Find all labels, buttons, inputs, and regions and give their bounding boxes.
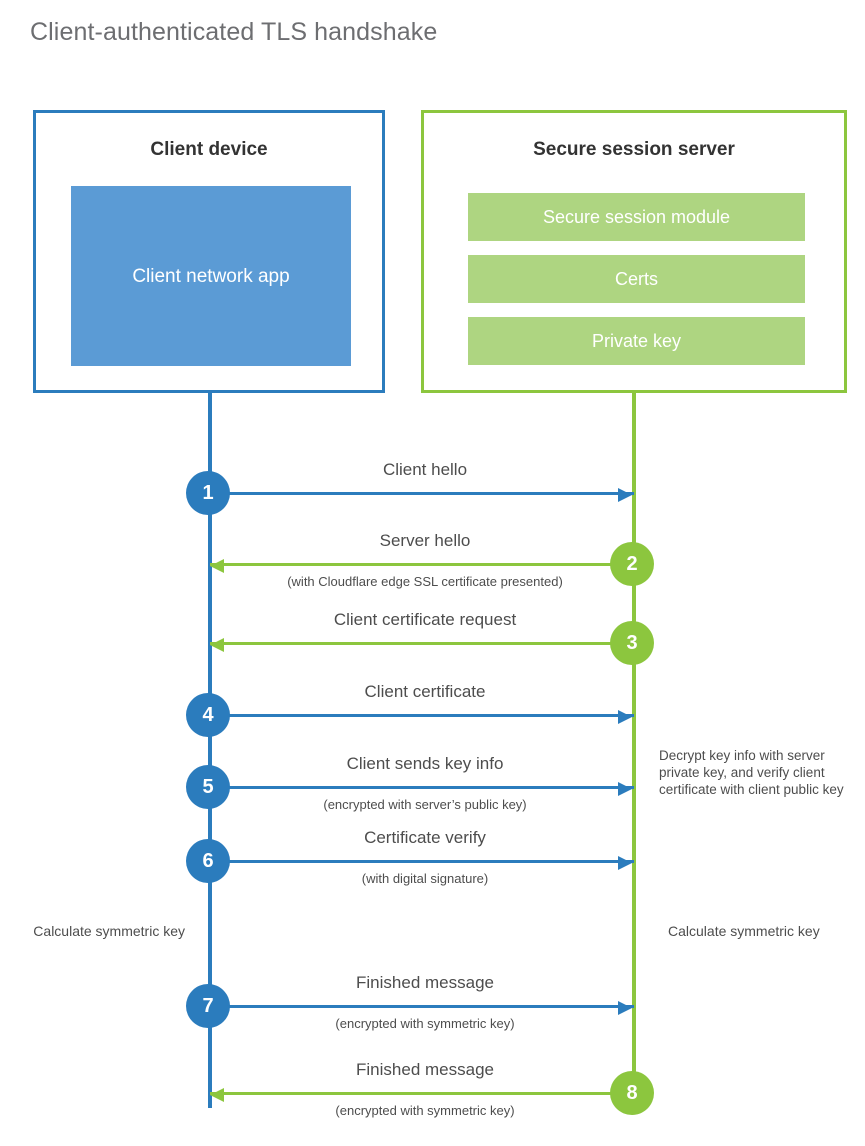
message-arrow-line-2 (210, 562, 634, 566)
message-label-2: Server hello (379, 531, 471, 550)
server-component-private-key: Private key (468, 317, 805, 365)
message-arrow-line-3 (210, 641, 634, 645)
message-label-8: Finished message (356, 1060, 494, 1079)
secure-session-server-title: Secure session server (533, 139, 735, 160)
step-number-badge-3[interactable]: 3 (610, 621, 654, 665)
server-lifeline (632, 393, 636, 1093)
message-label-5: Client sends key info (346, 754, 504, 773)
server-component-certs: Certs (468, 255, 805, 303)
page-title: Client-authenticated TLS handshake (30, 18, 438, 46)
step-number-badge-5[interactable]: 5 (186, 765, 230, 809)
message-arrow-line-5 (210, 785, 634, 789)
step-number-badge-1[interactable]: 1 (186, 471, 230, 515)
message-arrowhead-8 (210, 1087, 224, 1102)
message-arrowhead-2 (210, 558, 224, 573)
message-arrowhead-3 (210, 637, 224, 652)
client-device-box: Client device Client network app (33, 110, 385, 393)
server-component-secure-session-module: Secure session module (468, 193, 805, 241)
message-arrow-line-6 (210, 859, 634, 863)
step-number-badge-7[interactable]: 7 (186, 984, 230, 1028)
step-number-badge-8[interactable]: 8 (610, 1071, 654, 1115)
message-arrow-line-8 (210, 1091, 634, 1095)
message-label-4: Client certificate (364, 682, 486, 701)
message-arrow-line-1 (210, 491, 634, 495)
message-arrow-line-7 (210, 1004, 634, 1008)
server-calculate-symmetric-key-note: Calculate symmetric key (668, 923, 820, 939)
client-device-title: Client device (150, 139, 268, 160)
step-number-badge-4[interactable]: 4 (186, 693, 230, 737)
message-sublabel-6: (with digital signature) (361, 871, 489, 886)
message-sublabel-5: (encrypted with server’s public key) (323, 797, 527, 812)
client-lifeline (208, 393, 212, 1108)
client-calculate-symmetric-key-note: Calculate symmetric key (33, 923, 185, 939)
message-sublabel-7: (encrypted with symmetric key) (335, 1016, 515, 1031)
step-number-badge-2[interactable]: 2 (610, 542, 654, 586)
message-arrowhead-6 (618, 855, 632, 870)
secure-session-server-box: Secure session server Secure session mod… (421, 110, 847, 393)
message-arrowhead-7 (618, 1000, 632, 1015)
message-label-1: Client hello (382, 460, 468, 479)
message-arrow-line-4 (210, 713, 634, 717)
message-arrowhead-5 (618, 781, 632, 796)
server-decrypt-note: Decrypt key info with server private key… (659, 748, 844, 797)
message-sublabel-2: (with Cloudflare edge SSL certificate pr… (287, 574, 563, 589)
message-label-3: Client certificate request (333, 610, 517, 629)
message-arrowhead-1 (618, 487, 632, 502)
message-label-6: Certificate verify (364, 828, 486, 847)
message-label-7: Finished message (356, 973, 494, 992)
client-network-app-block: Client network app (71, 186, 351, 366)
message-sublabel-8: (encrypted with symmetric key) (335, 1103, 515, 1118)
step-number-badge-6[interactable]: 6 (186, 839, 230, 883)
message-arrowhead-4 (618, 709, 632, 724)
